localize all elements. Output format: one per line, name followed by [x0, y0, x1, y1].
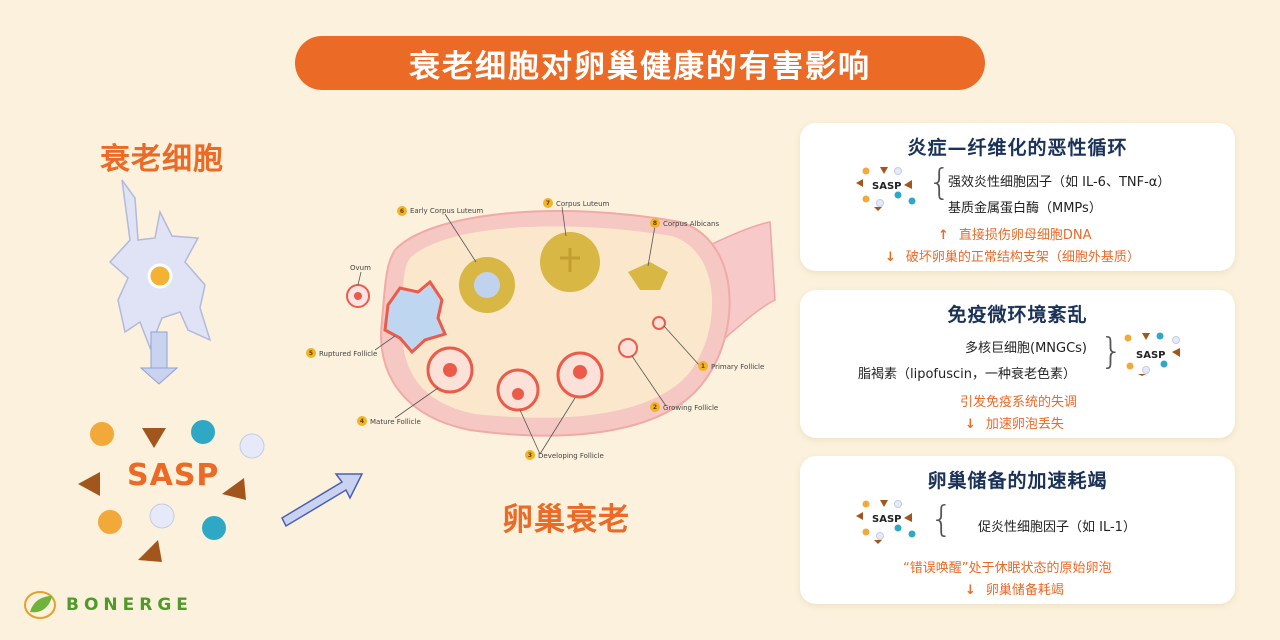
card-effect: 引发免疫系统的失调 — [960, 395, 1078, 410]
card-line: 强效炎性细胞因子（如 IL-6、TNF-α） — [948, 175, 1171, 190]
label-corpus-albicans: Corpus Albicans — [663, 220, 719, 228]
label-ovum: Ovum — [350, 264, 371, 272]
badge-7: 7 — [546, 200, 550, 207]
badge-4: 4 — [360, 418, 364, 425]
badge-5: 5 — [309, 350, 313, 357]
page-title: 衰老细胞对卵巢健康的有害影响 — [295, 36, 985, 90]
label-growing-follicle: Growing Follicle — [663, 404, 718, 412]
card-effect: ↓卵巢储备耗竭 — [965, 583, 1064, 598]
card-line: 促炎性细胞因子（如 IL-1） — [978, 520, 1136, 535]
label-corpus-luteum: Corpus Luteum — [556, 200, 610, 208]
card-line: 多核巨细胞(MNGCs) — [965, 341, 1088, 356]
senescent-cell-title: 衰老细胞 — [100, 142, 224, 177]
sasp-cluster-icon — [856, 500, 916, 544]
label-mature-follicle: Mature Follicle — [370, 418, 421, 426]
badge-2: 2 — [653, 404, 657, 411]
badge-8: 8 — [653, 220, 657, 227]
down-arrow-icon — [139, 331, 179, 385]
label-early-corpus-luteum: Early Corpus Luteum — [410, 207, 483, 215]
logo-leaf-icon — [24, 591, 56, 619]
sasp-cluster-icon — [1124, 332, 1180, 376]
logo: BONERGE — [22, 588, 193, 622]
label-developing-follicle: Developing Follicle — [538, 452, 604, 460]
badge-1: 1 — [701, 363, 705, 370]
card-effect: ↓破坏卵巢的正常结构支架（细胞外基质） — [885, 250, 1140, 265]
card-title: 卵巢储备的加速耗竭 — [927, 470, 1108, 492]
badge-6: 6 — [400, 208, 404, 215]
card-ovarian-reserve-depletion: 卵巢储备的加速耗竭 SASP { 促炎性细胞因子（如 IL-1） “错误唤醒”处… — [800, 456, 1235, 604]
diagonal-arrow-icon — [281, 473, 364, 528]
label-ruptured-follicle: Ruptured Follicle — [319, 350, 377, 358]
senescent-cell-icon — [108, 179, 212, 351]
down-arrow-icon: ↓ — [965, 583, 976, 598]
brace: { — [930, 499, 953, 540]
down-arrow-icon: ↓ — [885, 250, 896, 265]
down-arrow-icon: ↓ — [965, 417, 976, 432]
logo-text: BONERGE — [66, 595, 193, 615]
label-primary-follicle: Primary Follicle — [711, 363, 764, 371]
ovary-aging-title: 卵巢衰老 — [502, 502, 630, 538]
card-effect: ↑直接损伤卵母细胞DNA — [938, 228, 1092, 243]
card-effect: ↓加速卵泡丢失 — [965, 417, 1064, 432]
card-title: 炎症—纤维化的恶性循环 — [907, 137, 1128, 159]
sasp-small-label: SASP — [1136, 350, 1166, 361]
card-line: 脂褐素（lipofuscin，一种衰老色素） — [858, 367, 1077, 382]
card-line: 基质金属蛋白酶（MMPs） — [948, 201, 1102, 216]
sasp-particles-icon — [78, 420, 265, 562]
brace: { — [928, 162, 951, 203]
brace: } — [1100, 331, 1123, 372]
card-effect: “错误唤醒”处于休眠状态的原始卵泡 — [903, 561, 1112, 576]
sasp-label: SASP — [127, 458, 220, 493]
up-arrow-icon: ↑ — [938, 228, 949, 243]
card-inflammation-fibrosis: 炎症—纤维化的恶性循环 SASP { 强效炎性细胞因子（如 IL-6、TNF-α… — [800, 123, 1235, 271]
card-immune-microenvironment: 免疫微环境紊乱 多核巨细胞(MNGCs) 脂褐素（lipofuscin，一种衰老… — [800, 290, 1235, 438]
sasp-cluster-icon — [856, 167, 916, 211]
badge-3: 3 — [528, 452, 532, 459]
sasp-small-label: SASP — [872, 514, 902, 525]
ovary-illustration: 6 7 8 5 4 3 2 1 Early Corpus Luteum Corp… — [306, 198, 776, 460]
sasp-small-label: SASP — [872, 181, 902, 192]
card-title: 免疫微环境紊乱 — [947, 304, 1088, 326]
